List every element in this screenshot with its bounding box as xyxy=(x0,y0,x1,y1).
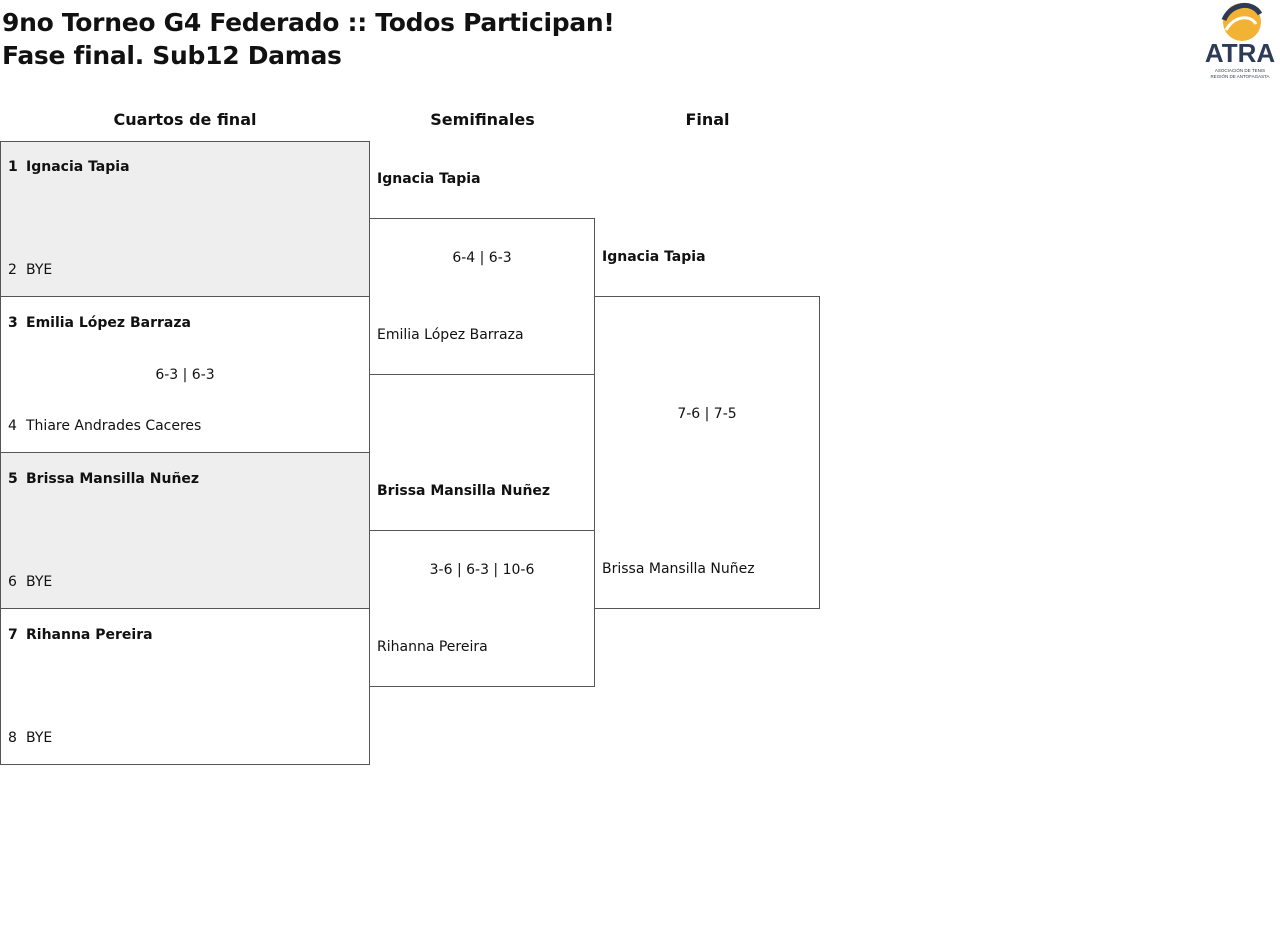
player-name: BYE xyxy=(26,730,53,746)
qf3-player1: 5 Brissa Mansilla Nuñez xyxy=(8,470,199,488)
seed: 5 xyxy=(8,471,18,487)
player-name: Emilia López Barraza xyxy=(26,315,191,331)
atra-logo: ATRA ASOCIACIÓN DE TENIS REGIÓN DE ANTOF… xyxy=(1205,3,1276,79)
ball-icon xyxy=(1223,3,1261,41)
sf2-player1: Brissa Mansilla Nuñez xyxy=(377,483,551,499)
player-name: Brissa Mansilla Nuñez xyxy=(26,471,200,487)
page-title: 9no Torneo G4 Federado :: Todos Particip… xyxy=(2,6,615,72)
round-header-quarterfinals: Cuartos de final xyxy=(113,110,257,129)
seed: 3 xyxy=(8,315,18,331)
final-player1: Ignacia Tapia xyxy=(602,249,706,265)
seed: 4 xyxy=(8,418,17,434)
player-name: BYE xyxy=(26,574,53,590)
draw-subtitle: Fase final. Sub12 Damas xyxy=(2,41,342,70)
qf2-player1: 3 Emilia López Barraza xyxy=(8,314,191,332)
sf2-player2: Rihanna Pereira xyxy=(377,639,488,655)
final-match xyxy=(594,296,820,609)
sf1-score: 6-4 | 6-3 xyxy=(452,250,512,266)
final-player2: Brissa Mansilla Nuñez xyxy=(602,561,755,577)
logo-subtext-2: REGIÓN DE ANTOFAGASTA xyxy=(1210,73,1269,79)
round-header-final: Final xyxy=(685,110,730,129)
qf4-player2: 8 BYE xyxy=(8,729,52,747)
tournament-title: 9no Torneo G4 Federado :: Todos Particip… xyxy=(2,8,615,37)
sf1-player1: Ignacia Tapia xyxy=(377,171,481,187)
seed: 8 xyxy=(8,730,17,746)
seed: 1 xyxy=(8,159,18,175)
final-score: 7-6 | 7-5 xyxy=(677,406,737,422)
player-name: Rihanna Pereira xyxy=(26,627,153,643)
qf1-player2: 2 BYE xyxy=(8,261,52,279)
sf1-player2: Emilia López Barraza xyxy=(377,327,524,343)
logo-subtext-1: ASOCIACIÓN DE TENIS xyxy=(1215,67,1265,73)
player-name: BYE xyxy=(26,262,53,278)
player-name: Ignacia Tapia xyxy=(26,159,130,175)
qf2-score: 6-3 | 6-3 xyxy=(155,367,215,383)
sf-match-2 xyxy=(369,530,595,687)
round-header-semifinals: Semifinales xyxy=(430,110,535,129)
sf-match-1 xyxy=(369,218,595,375)
seed: 6 xyxy=(8,574,17,590)
seed: 2 xyxy=(8,262,17,278)
qf3-player2: 6 BYE xyxy=(8,573,52,591)
qf2-player2: 4 Thiare Andrades Caceres xyxy=(8,417,201,435)
qf4-player1: 7 Rihanna Pereira xyxy=(8,626,153,644)
sf2-score: 3-6 | 6-3 | 10-6 xyxy=(429,562,535,578)
player-name: Thiare Andrades Caceres xyxy=(26,418,202,434)
qf1-player1: 1 Ignacia Tapia xyxy=(8,158,130,176)
logo-text: ATRA xyxy=(1205,38,1276,68)
seed: 7 xyxy=(8,627,18,643)
